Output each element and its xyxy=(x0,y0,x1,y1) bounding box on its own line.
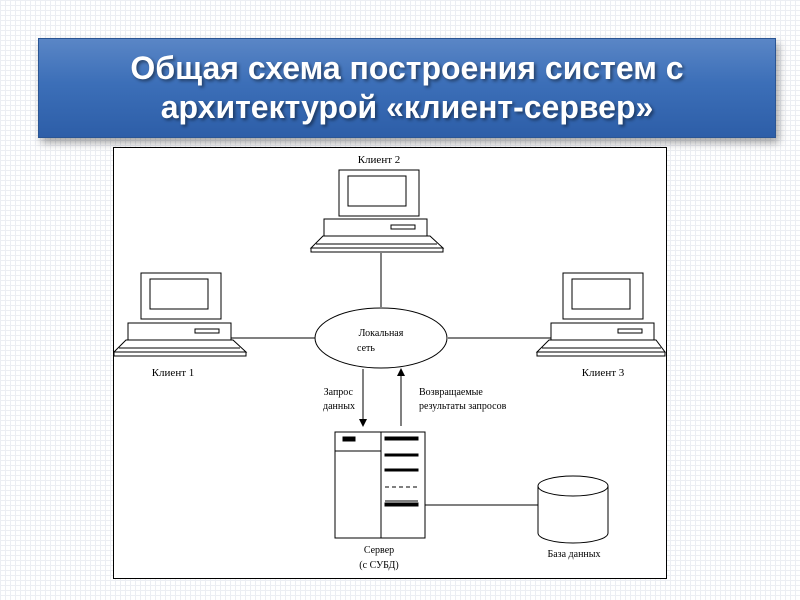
connection-lines xyxy=(228,253,553,506)
network-label-line1: Локальная xyxy=(359,328,404,339)
client1-label: Клиент 1 xyxy=(152,367,195,379)
client3-computer xyxy=(535,272,666,357)
request-label-line1: Запрос xyxy=(324,387,354,398)
client-server-diagram: Клиент 2 Клиент 1 Клиент 3 Локальная сет… xyxy=(113,154,666,571)
local-network-node xyxy=(314,307,448,369)
server-label-line1: Сервер xyxy=(364,545,394,556)
slide-title: Общая схема построения систем с архитект… xyxy=(130,50,684,125)
request-label-line2: данных xyxy=(323,401,355,412)
client3-label: Клиент 3 xyxy=(582,367,625,379)
client2-computer xyxy=(309,169,445,253)
server-label-line2: (с СУБД) xyxy=(359,560,398,571)
title-banner: Общая схема построения систем с архитект… xyxy=(38,38,776,138)
client1-computer xyxy=(113,272,248,357)
server-unit xyxy=(334,431,426,539)
database-cylinder xyxy=(537,475,609,544)
database-label: База данных xyxy=(547,549,600,560)
client2-label: Клиент 2 xyxy=(358,154,401,166)
network-label-line2: сеть xyxy=(357,343,375,354)
results-label-line2: результаты запросов xyxy=(419,401,507,412)
results-label-line1: Возвращаемые xyxy=(419,387,483,398)
